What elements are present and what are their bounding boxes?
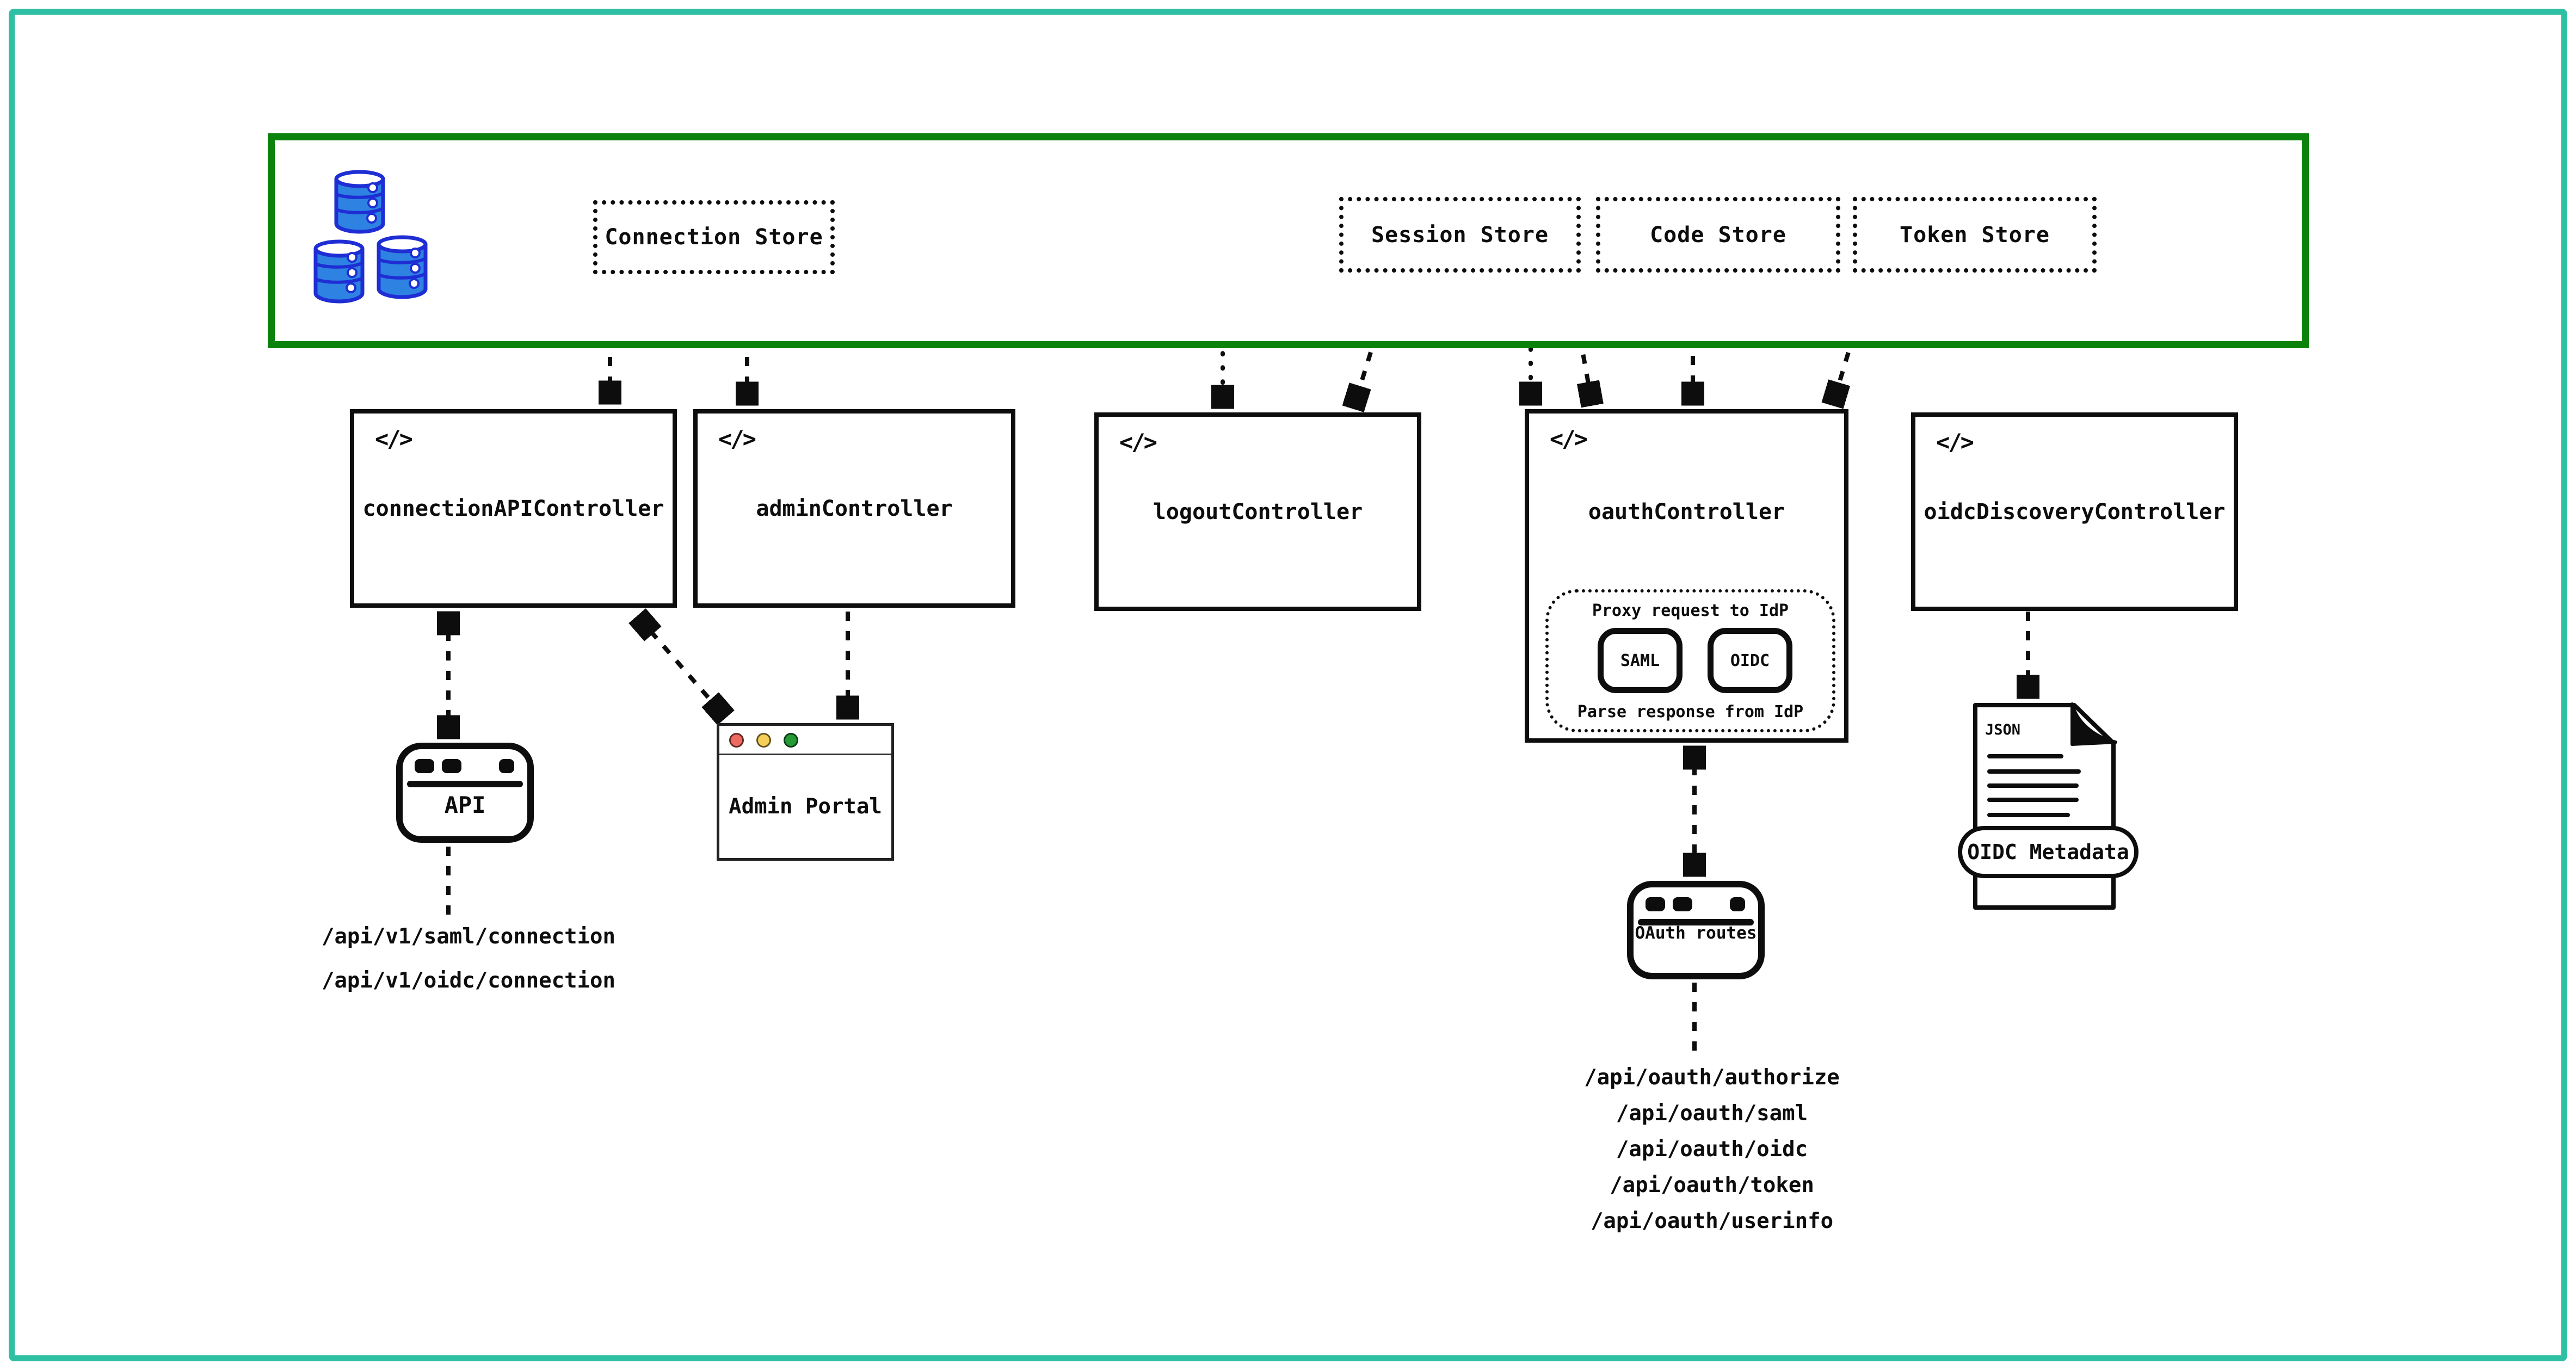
oidc-discovery-controller-label: oidcDiscoveryController xyxy=(1924,499,2226,524)
minimize-traffic-light-icon xyxy=(756,733,771,748)
close-traffic-light-icon xyxy=(729,733,744,748)
arrow-connection-api-controller-admin-portal xyxy=(638,616,725,717)
code-icon: </> xyxy=(1550,425,1588,452)
parse-response-text: Parse response from IdP xyxy=(1577,702,1804,721)
oidc-metadata-banner: OIDC Metadata xyxy=(1958,826,2139,878)
endpoint-item: /api/oauth/userinfo xyxy=(1590,1209,1834,1233)
logout-controller-box: </> logoutController xyxy=(1094,412,1421,611)
json-file-icon: JSON xyxy=(1973,702,2117,910)
saml-badge: SAML xyxy=(1598,628,1683,693)
admin-portal-label: Admin Portal xyxy=(729,794,882,819)
window-toolbar-line xyxy=(407,781,523,787)
code-icon: </> xyxy=(375,425,413,452)
code-icon: </> xyxy=(718,425,756,452)
token-store-box: Token Store xyxy=(1853,197,2097,273)
token-store-label: Token Store xyxy=(1900,222,2050,248)
admin-controller-label: adminController xyxy=(756,496,953,521)
database-icon xyxy=(310,161,435,318)
admin-portal-titlebar xyxy=(719,726,891,755)
logout-controller-label: logoutController xyxy=(1153,499,1363,524)
oauth-routes-window-label: OAuth routes xyxy=(1635,923,1757,943)
store-zone: Connection Store Session Store Code Stor… xyxy=(268,133,2309,348)
api-window: API xyxy=(396,743,534,843)
oauth-routes-window: OAuth routes xyxy=(1627,881,1765,979)
window-control-dot xyxy=(1673,897,1692,911)
oauth-controller-box: </> oauthController Proxy request to IdP… xyxy=(1525,409,1848,743)
oauth-controller-label: oauthController xyxy=(1588,499,1785,524)
window-control-dot xyxy=(415,759,434,773)
json-file-type-label: JSON xyxy=(1985,721,2020,738)
oauth-endpoint-list: /api/oauth/authorize /api/oauth/saml /ap… xyxy=(1549,1060,1875,1239)
admin-controller-box: </> adminController xyxy=(693,409,1015,608)
endpoint-item: /api/oauth/oidc xyxy=(1616,1137,1808,1162)
endpoint-item: /api/oauth/saml xyxy=(1616,1101,1808,1126)
connection-store-label: Connection Store xyxy=(605,225,823,250)
code-icon: </> xyxy=(1936,429,1974,455)
oidc-badge: OIDC xyxy=(1708,628,1792,693)
code-store-label: Code Store xyxy=(1650,222,1786,248)
endpoint-item: /api/oauth/token xyxy=(1610,1173,1814,1198)
oidc-metadata-document: JSON OIDC Metadata xyxy=(1958,702,2143,911)
connection-api-controller-box: </> connectionAPIController xyxy=(350,409,677,608)
connection-api-controller-label: connectionAPIController xyxy=(362,496,664,521)
proxy-request-text: Proxy request to IdP xyxy=(1592,601,1789,620)
admin-portal-window: Admin Portal xyxy=(717,723,894,861)
session-store-label: Session Store xyxy=(1371,222,1549,248)
endpoint-item: /api/v1/oidc/connection xyxy=(321,968,616,993)
endpoint-item: /api/v1/saml/connection xyxy=(321,924,616,949)
code-icon: </> xyxy=(1119,429,1157,455)
endpoint-item: /api/oauth/authorize xyxy=(1584,1065,1840,1090)
connection-store-box: Connection Store xyxy=(593,200,835,274)
window-control-dot xyxy=(1646,897,1665,911)
api-endpoint-list: /api/v1/saml/connection /api/v1/oidc/con… xyxy=(305,915,632,1003)
idp-proxy-box: Proxy request to IdP SAML OIDC Parse res… xyxy=(1545,589,1835,732)
api-window-label: API xyxy=(444,792,486,818)
code-store-box: Code Store xyxy=(1596,197,1840,273)
session-store-box: Session Store xyxy=(1339,197,1581,273)
page-border xyxy=(9,9,2567,1361)
window-toolbar-line xyxy=(1638,919,1754,925)
oidc-discovery-controller-box: </> oidcDiscoveryController xyxy=(1911,412,2238,611)
maximize-traffic-light-icon xyxy=(784,733,798,748)
window-control-dot xyxy=(442,759,461,773)
window-control-dot xyxy=(499,759,514,773)
window-control-dot xyxy=(1730,897,1745,911)
